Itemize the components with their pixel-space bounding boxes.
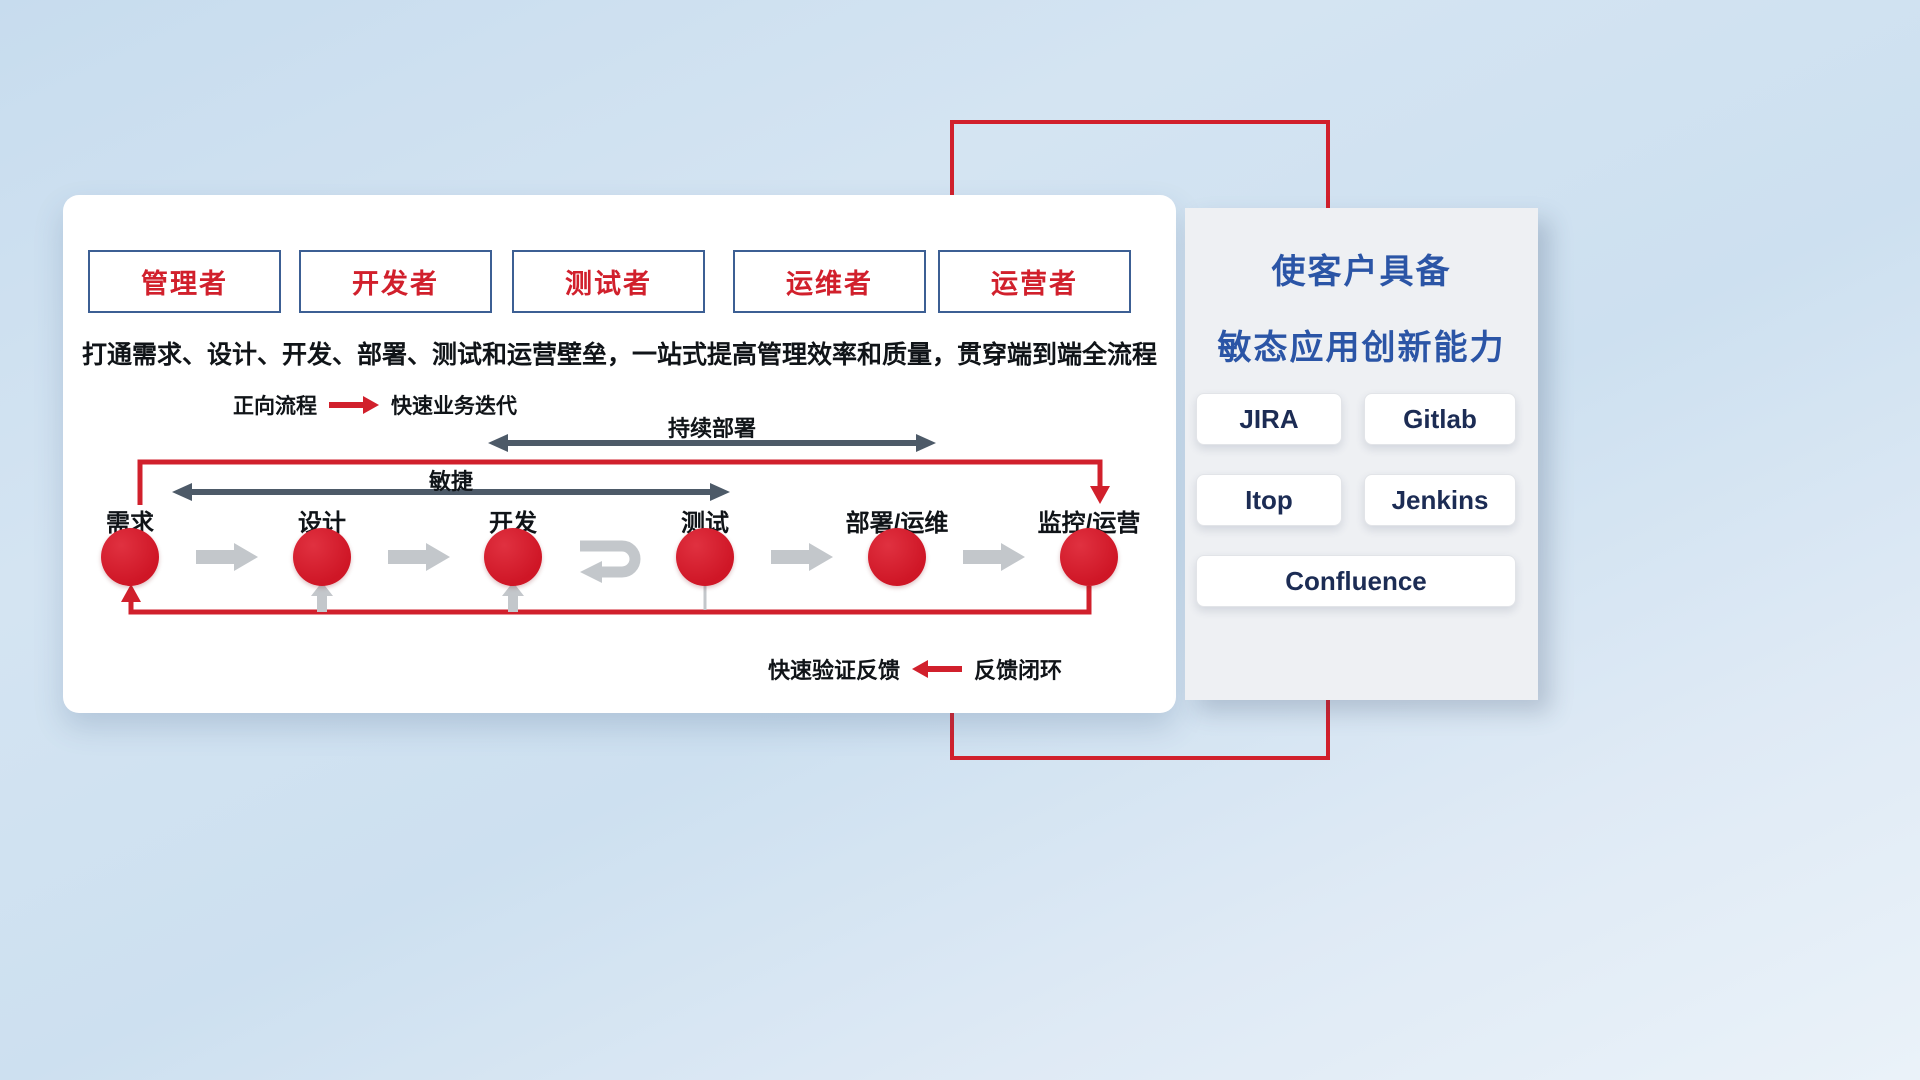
- tool-box-gitlab: Gitlab: [1364, 393, 1516, 445]
- role-box-developer: 开发者: [299, 250, 492, 313]
- role-box-tester: 测试者: [512, 250, 705, 313]
- role-label: 运营者: [991, 269, 1078, 299]
- tool-box-confluence: Confluence: [1196, 555, 1516, 607]
- tool-box-jira: JIRA: [1196, 393, 1342, 445]
- role-label: 开发者: [352, 269, 439, 299]
- tool-label: Confluence: [1285, 565, 1427, 596]
- forward-legend-description: 快速业务迭代: [391, 395, 517, 418]
- role-box-ops: 运维者: [733, 250, 926, 313]
- capability-panel: [1185, 208, 1538, 700]
- tool-label: Gitlab: [1403, 403, 1477, 434]
- stage-node-design: [293, 528, 351, 586]
- tool-label: JIRA: [1239, 403, 1299, 434]
- role-label: 管理者: [141, 269, 228, 299]
- tool-box-itop: Itop: [1196, 474, 1342, 526]
- agile-label: 敏捷: [428, 469, 474, 494]
- role-label: 运维者: [786, 269, 873, 299]
- forward-legend-label: 正向流程: [233, 395, 317, 418]
- tool-label: Itop: [1245, 484, 1293, 515]
- panel-title-line1: 使客户具备: [1271, 253, 1452, 291]
- left-arrow-icon: [912, 660, 963, 678]
- stage-node-develop: [484, 528, 542, 586]
- forward-legend: 正向流程 快速业务迭代: [233, 390, 517, 420]
- role-label: 测试者: [565, 269, 652, 299]
- card-subtitle: 打通需求、设计、开发、部署、测试和运营壁垒，一站式提高管理效率和质量，贯穿端到端…: [81, 341, 1157, 369]
- role-box-operation: 运营者: [938, 250, 1131, 313]
- role-box-manager: 管理者: [88, 250, 281, 313]
- stage-node-test: [676, 528, 734, 586]
- right-arrow-icon: [329, 396, 379, 414]
- feedback-legend-description: 反馈闭环: [974, 658, 1063, 683]
- tool-box-jenkins: Jenkins: [1364, 474, 1516, 526]
- stage-node-requirements: [101, 528, 159, 586]
- stage-node-deploy-ops: [868, 528, 926, 586]
- feedback-legend-label: 快速验证反馈: [768, 658, 901, 683]
- feedback-legend: 快速验证反馈 反馈闭环: [768, 653, 1062, 685]
- tool-label: Jenkins: [1391, 484, 1489, 515]
- stage-node-monitor-operate: [1060, 528, 1118, 586]
- continuous-deploy-label: 持续部署: [667, 416, 757, 441]
- panel-title-line2: 敏态应用创新能力: [1217, 329, 1506, 367]
